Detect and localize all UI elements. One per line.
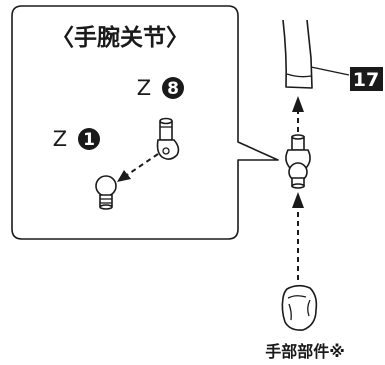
wrist-joint-part: [285, 134, 311, 189]
number-badge: [78, 128, 100, 150]
socket-part-z8: [156, 117, 180, 160]
step-badge-box: [350, 67, 383, 91]
callout-prefix: Z: [53, 127, 67, 151]
wrist-joint-inset: 〈手腕关节〉 Z 8 Z 1: [11, 5, 279, 240]
badge-number: 1: [83, 130, 95, 150]
badge-number: 8: [167, 79, 179, 99]
step-badge: 17: [350, 67, 383, 91]
assembly-arrow-lower: [292, 192, 304, 280]
leader-line: [310, 66, 350, 76]
inset-frame: [11, 5, 279, 240]
assembly-arrow-upper: [292, 96, 304, 132]
ball-joint-part-z1: [95, 175, 117, 210]
callout-z-1: Z 1: [53, 127, 100, 151]
assembly-arrow-inset: [117, 153, 159, 182]
hand-part-caption: 手部部件※: [265, 342, 345, 361]
hand-part: [281, 284, 318, 331]
step-number: 17: [353, 69, 379, 91]
number-badge: [162, 77, 184, 99]
inset-title: 〈手腕关节〉: [51, 24, 189, 51]
callout-prefix: Z: [137, 76, 151, 100]
forearm-part: [282, 19, 350, 89]
callout-z-8: Z 8: [137, 76, 184, 100]
